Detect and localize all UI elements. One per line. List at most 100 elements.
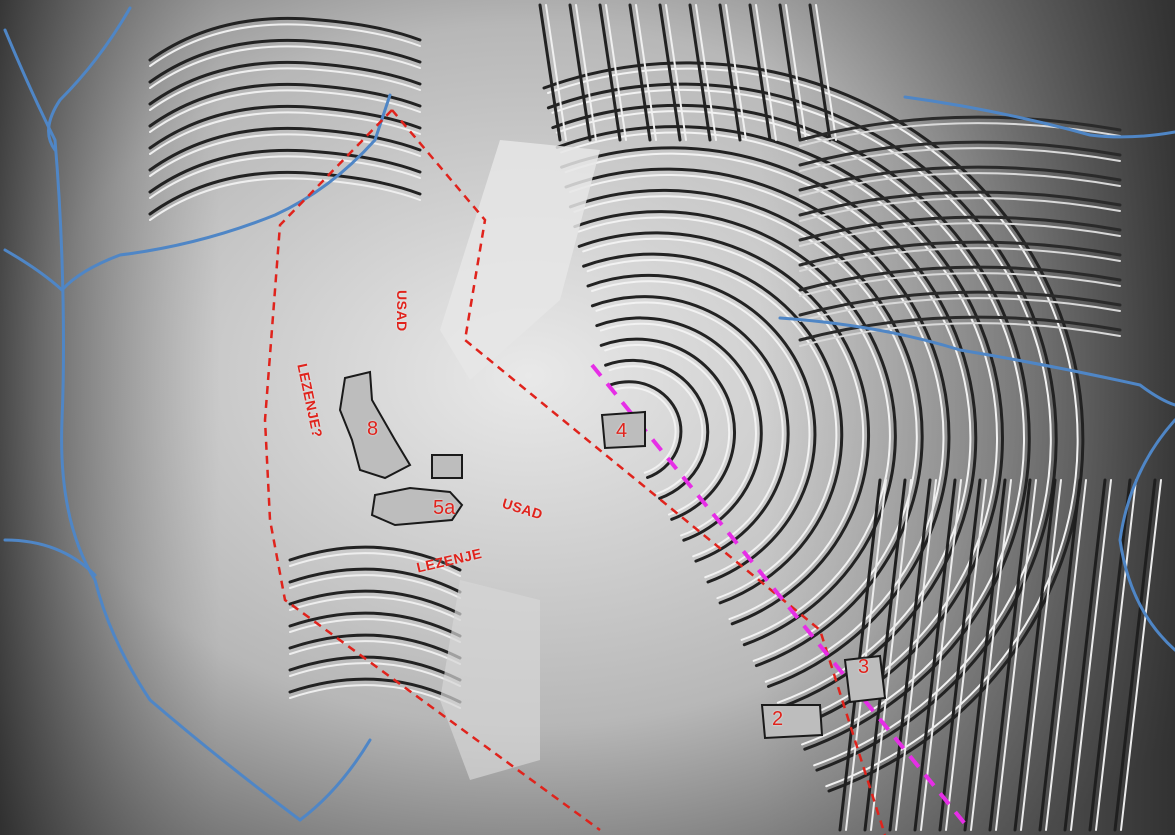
stream-nw-2 <box>47 6 132 152</box>
terrace-line <box>568 188 924 668</box>
site-number-2[interactable]: 2 <box>772 708 784 730</box>
terrace-line <box>149 111 421 155</box>
terrace-line <box>595 301 784 558</box>
terrace-line <box>808 3 832 142</box>
terrace-line <box>665 4 687 141</box>
terrace-line <box>799 297 1121 322</box>
terrace-line <box>963 478 1007 832</box>
terrace-line <box>845 479 887 831</box>
terrace-line <box>799 197 1121 222</box>
terrace-line <box>798 190 1122 217</box>
terrace-line <box>778 3 802 142</box>
terrace-line <box>799 222 1121 247</box>
site-number-3[interactable]: 3 <box>858 656 870 678</box>
terrace-line <box>838 478 882 832</box>
terrace-line <box>938 478 982 832</box>
terrace-line <box>799 147 1121 172</box>
stream-e-1 <box>778 316 1175 407</box>
hillshade-dark-left <box>0 0 220 835</box>
site-3-outline <box>843 654 887 704</box>
terrace-line <box>538 3 562 142</box>
terrace-line <box>148 104 422 150</box>
terrace-line <box>582 252 844 605</box>
terrace-line <box>148 60 422 106</box>
terrace-line <box>628 3 652 142</box>
terrace-line <box>546 82 1058 772</box>
terrace-line <box>569 173 945 683</box>
terrace-line <box>148 126 422 172</box>
terrace-line <box>573 195 918 662</box>
terrace-line <box>798 140 1122 167</box>
stream-nw-1 <box>3 28 64 262</box>
profile-line <box>590 363 972 832</box>
stream-w-branch <box>3 538 97 577</box>
terrace-line <box>1038 478 1082 832</box>
terrace-line <box>149 67 421 111</box>
site-8-outline <box>338 370 412 480</box>
stream-e-2 <box>1118 418 1175 652</box>
terrace-line <box>595 316 763 542</box>
terrace-line <box>582 237 865 621</box>
site-5a-outline <box>370 486 464 527</box>
terrace-line <box>288 655 462 682</box>
site-2-outline <box>760 704 824 740</box>
terrace-line <box>1013 478 1057 832</box>
terrace-line <box>995 479 1037 831</box>
terrace-line <box>1020 479 1062 831</box>
terrace-line <box>798 215 1122 242</box>
terrace-line <box>149 23 421 67</box>
site-number-8[interactable]: 8 <box>367 418 379 440</box>
upper-field <box>440 140 600 380</box>
terrace-line <box>799 247 1121 272</box>
terrace-line <box>560 146 978 709</box>
terrace-line <box>798 290 1122 317</box>
terrace-line <box>798 265 1122 292</box>
stream-s <box>298 738 372 822</box>
terrace-line <box>577 231 870 626</box>
terrace-line <box>608 380 683 479</box>
terrace-line <box>798 315 1122 342</box>
terrace-line <box>970 479 1012 831</box>
terrace-line <box>798 165 1122 192</box>
terrace-line <box>586 273 817 584</box>
terrace-line <box>815 4 837 141</box>
site-number-5a[interactable]: 5a <box>433 497 456 519</box>
terrace-line <box>148 38 422 84</box>
terrace-line <box>149 177 421 221</box>
terrace-line <box>289 640 461 665</box>
terrace-line <box>586 258 838 600</box>
terrace-line <box>288 589 462 616</box>
terrace-line <box>695 4 717 141</box>
terrace-line <box>288 633 462 660</box>
terrace-line <box>1095 479 1137 831</box>
terrace-line <box>599 322 757 537</box>
terrace-line <box>149 133 421 177</box>
terrace-line <box>555 110 1026 746</box>
terrace-line <box>945 479 987 831</box>
terrace-line <box>1120 479 1162 831</box>
terrace-line <box>799 172 1121 197</box>
terrace-line <box>149 89 421 133</box>
site-number-4[interactable]: 4 <box>616 420 628 442</box>
terrace-line <box>148 148 422 194</box>
terrace-line <box>591 280 811 579</box>
terrace-line <box>688 3 712 142</box>
terrace-line <box>755 4 777 141</box>
terrace-line <box>545 4 567 141</box>
terrace-line <box>288 545 462 572</box>
terrace-line <box>613 386 677 474</box>
stream-network <box>3 6 1175 822</box>
stream-ne-1 <box>903 95 1175 139</box>
terrace-line <box>798 240 1122 267</box>
terrace-line <box>798 115 1122 142</box>
terrace-line <box>288 611 462 638</box>
stream-w-main <box>60 258 302 822</box>
terrace-line <box>551 88 1052 767</box>
terrace-line <box>149 155 421 199</box>
terrace-line <box>288 677 462 704</box>
terrace-line <box>895 479 937 831</box>
terrace-line <box>148 16 422 62</box>
terrace-line <box>1063 478 1107 832</box>
